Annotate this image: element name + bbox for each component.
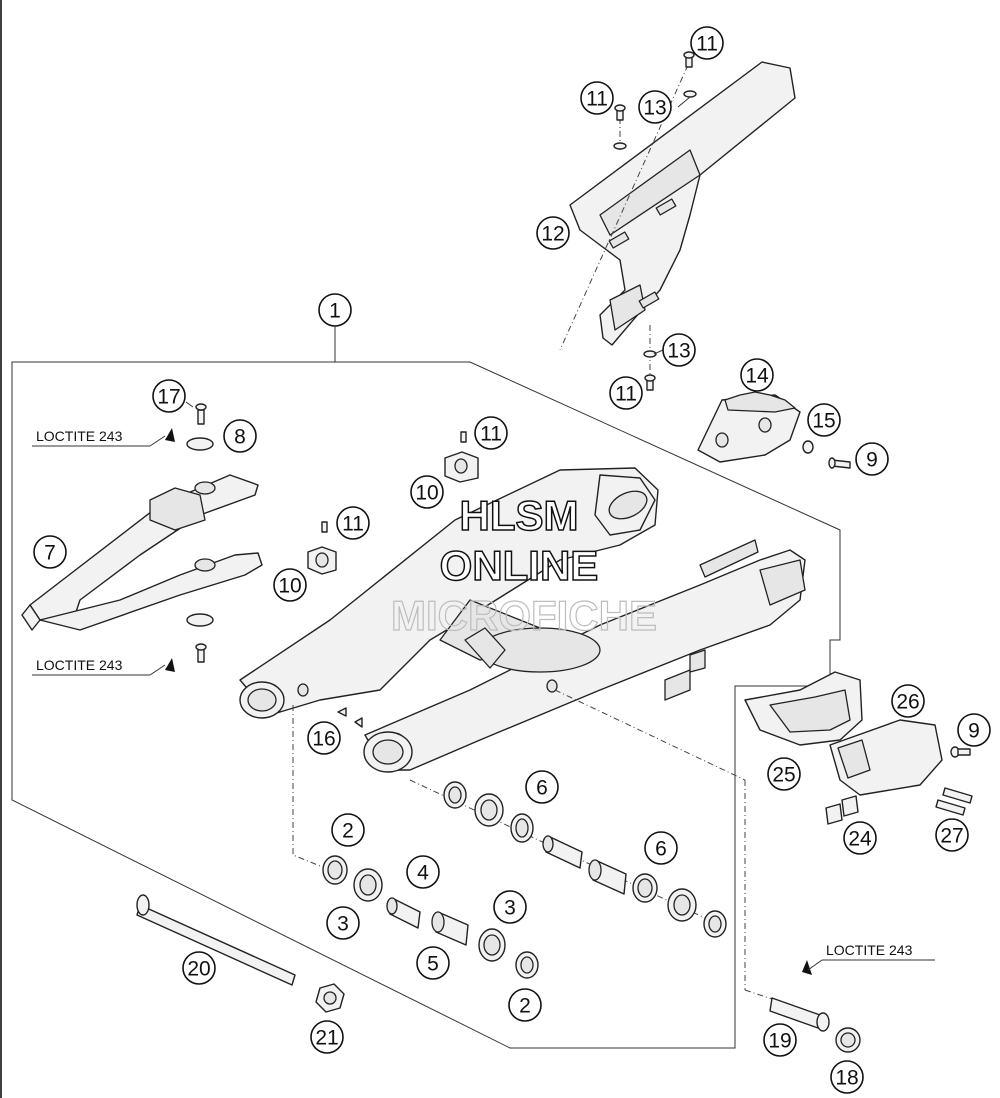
swingarm bbox=[239, 467, 806, 773]
callout-4: 4 bbox=[406, 855, 440, 889]
svg-text:16: 16 bbox=[312, 728, 335, 751]
leader-lines bbox=[185, 96, 691, 408]
watermark-line2: ONLINE bbox=[440, 542, 599, 589]
svg-text:3: 3 bbox=[337, 913, 349, 936]
bearings-set bbox=[322, 781, 727, 979]
svg-text:6: 6 bbox=[655, 838, 667, 861]
screws-11-13 bbox=[613, 51, 697, 391]
callout-7: 7 bbox=[33, 535, 67, 569]
assembly-outline bbox=[11, 325, 841, 1049]
callout-13: 13 bbox=[662, 333, 696, 367]
chain-sliding-guard bbox=[21, 474, 263, 631]
axle-bolt bbox=[769, 960, 861, 1053]
svg-text:11: 11 bbox=[480, 423, 502, 446]
svg-text:27: 27 bbox=[940, 825, 963, 848]
callout-19: 19 bbox=[763, 1023, 797, 1057]
callout-1: 1 bbox=[318, 293, 352, 327]
svg-text:11: 11 bbox=[586, 88, 608, 111]
svg-text:15: 15 bbox=[812, 410, 835, 433]
chain-sliders bbox=[744, 671, 973, 825]
callout-6: 6 bbox=[525, 770, 559, 804]
svg-text:11: 11 bbox=[342, 513, 364, 536]
callout-21: 21 bbox=[310, 1020, 344, 1054]
svg-text:12: 12 bbox=[541, 223, 564, 246]
svg-text:7: 7 bbox=[44, 542, 56, 565]
callout-14: 14 bbox=[740, 358, 774, 392]
callout-2: 2 bbox=[508, 988, 542, 1022]
callout-2: 2 bbox=[331, 813, 365, 847]
callout-6: 6 bbox=[644, 831, 678, 865]
svg-text:13: 13 bbox=[643, 97, 666, 120]
svg-text:18: 18 bbox=[835, 1067, 858, 1090]
svg-text:13: 13 bbox=[667, 340, 690, 363]
svg-text:11: 11 bbox=[696, 33, 718, 56]
svg-text:2: 2 bbox=[519, 995, 531, 1018]
svg-text:26: 26 bbox=[896, 691, 919, 714]
svg-text:21: 21 bbox=[315, 1027, 338, 1050]
callout-15: 15 bbox=[807, 403, 841, 437]
loctite-text-3: LOCTITE 243 bbox=[826, 942, 913, 958]
svg-text:1: 1 bbox=[329, 300, 341, 323]
callout-11: 11 bbox=[690, 26, 724, 60]
callout-3: 3 bbox=[326, 906, 360, 940]
svg-text:25: 25 bbox=[772, 764, 795, 787]
svg-text:9: 9 bbox=[968, 720, 980, 743]
callout-11: 11 bbox=[580, 81, 614, 115]
svg-text:9: 9 bbox=[866, 449, 878, 472]
callout-10: 10 bbox=[273, 568, 307, 602]
loctite-text-1: LOCTITE 243 bbox=[36, 428, 123, 444]
svg-text:17: 17 bbox=[157, 386, 180, 409]
loctite-text-2: LOCTITE 243 bbox=[36, 657, 123, 673]
loctite-label-1: LOCTITE 243 bbox=[32, 428, 166, 447]
callout-24: 24 bbox=[843, 821, 877, 855]
svg-text:8: 8 bbox=[234, 426, 246, 449]
svg-text:10: 10 bbox=[278, 575, 301, 598]
svg-text:3: 3 bbox=[504, 897, 516, 920]
callout-18: 18 bbox=[830, 1060, 864, 1094]
svg-text:4: 4 bbox=[417, 862, 429, 885]
callout-12: 12 bbox=[536, 216, 570, 250]
loctite-label-3: LOCTITE 243 bbox=[807, 942, 935, 971]
chain-guard bbox=[569, 61, 796, 346]
chain-guide-plate bbox=[697, 391, 851, 469]
svg-text:19: 19 bbox=[768, 1030, 791, 1053]
callout-16: 16 bbox=[307, 721, 341, 755]
callout-10: 10 bbox=[410, 475, 444, 509]
loctite-label-2: LOCTITE 243 bbox=[32, 657, 166, 676]
svg-text:5: 5 bbox=[427, 953, 439, 976]
bolts-8-17 bbox=[165, 403, 214, 672]
callout-5: 5 bbox=[416, 946, 450, 980]
callout-17: 17 bbox=[152, 379, 186, 413]
callout-3: 3 bbox=[493, 890, 527, 924]
callout-20: 20 bbox=[182, 951, 216, 985]
callout-27: 27 bbox=[935, 818, 969, 852]
callout-11: 11 bbox=[336, 506, 370, 540]
callout-13: 13 bbox=[638, 90, 672, 124]
brackets-10 bbox=[307, 431, 479, 575]
pivot-shaft bbox=[136, 894, 345, 1013]
watermark-line1: HLSM bbox=[460, 492, 579, 539]
watermark: HLSM ONLINE MICROFICHE bbox=[390, 491, 657, 639]
watermark-line3: MICROFICHE bbox=[391, 592, 657, 639]
callout-26: 26 bbox=[891, 684, 925, 718]
callout-9: 9 bbox=[855, 442, 889, 476]
svg-text:10: 10 bbox=[415, 482, 438, 505]
callout-25: 25 bbox=[767, 757, 801, 791]
svg-text:14: 14 bbox=[745, 365, 769, 388]
callout-11: 11 bbox=[609, 376, 643, 410]
callout-11: 11 bbox=[474, 416, 508, 450]
svg-text:2: 2 bbox=[342, 820, 354, 843]
svg-text:24: 24 bbox=[848, 828, 872, 851]
svg-text:6: 6 bbox=[536, 777, 548, 800]
svg-text:20: 20 bbox=[187, 958, 210, 981]
callout-8: 8 bbox=[223, 419, 257, 453]
callout-9: 9 bbox=[957, 713, 991, 747]
svg-text:11: 11 bbox=[615, 383, 637, 406]
